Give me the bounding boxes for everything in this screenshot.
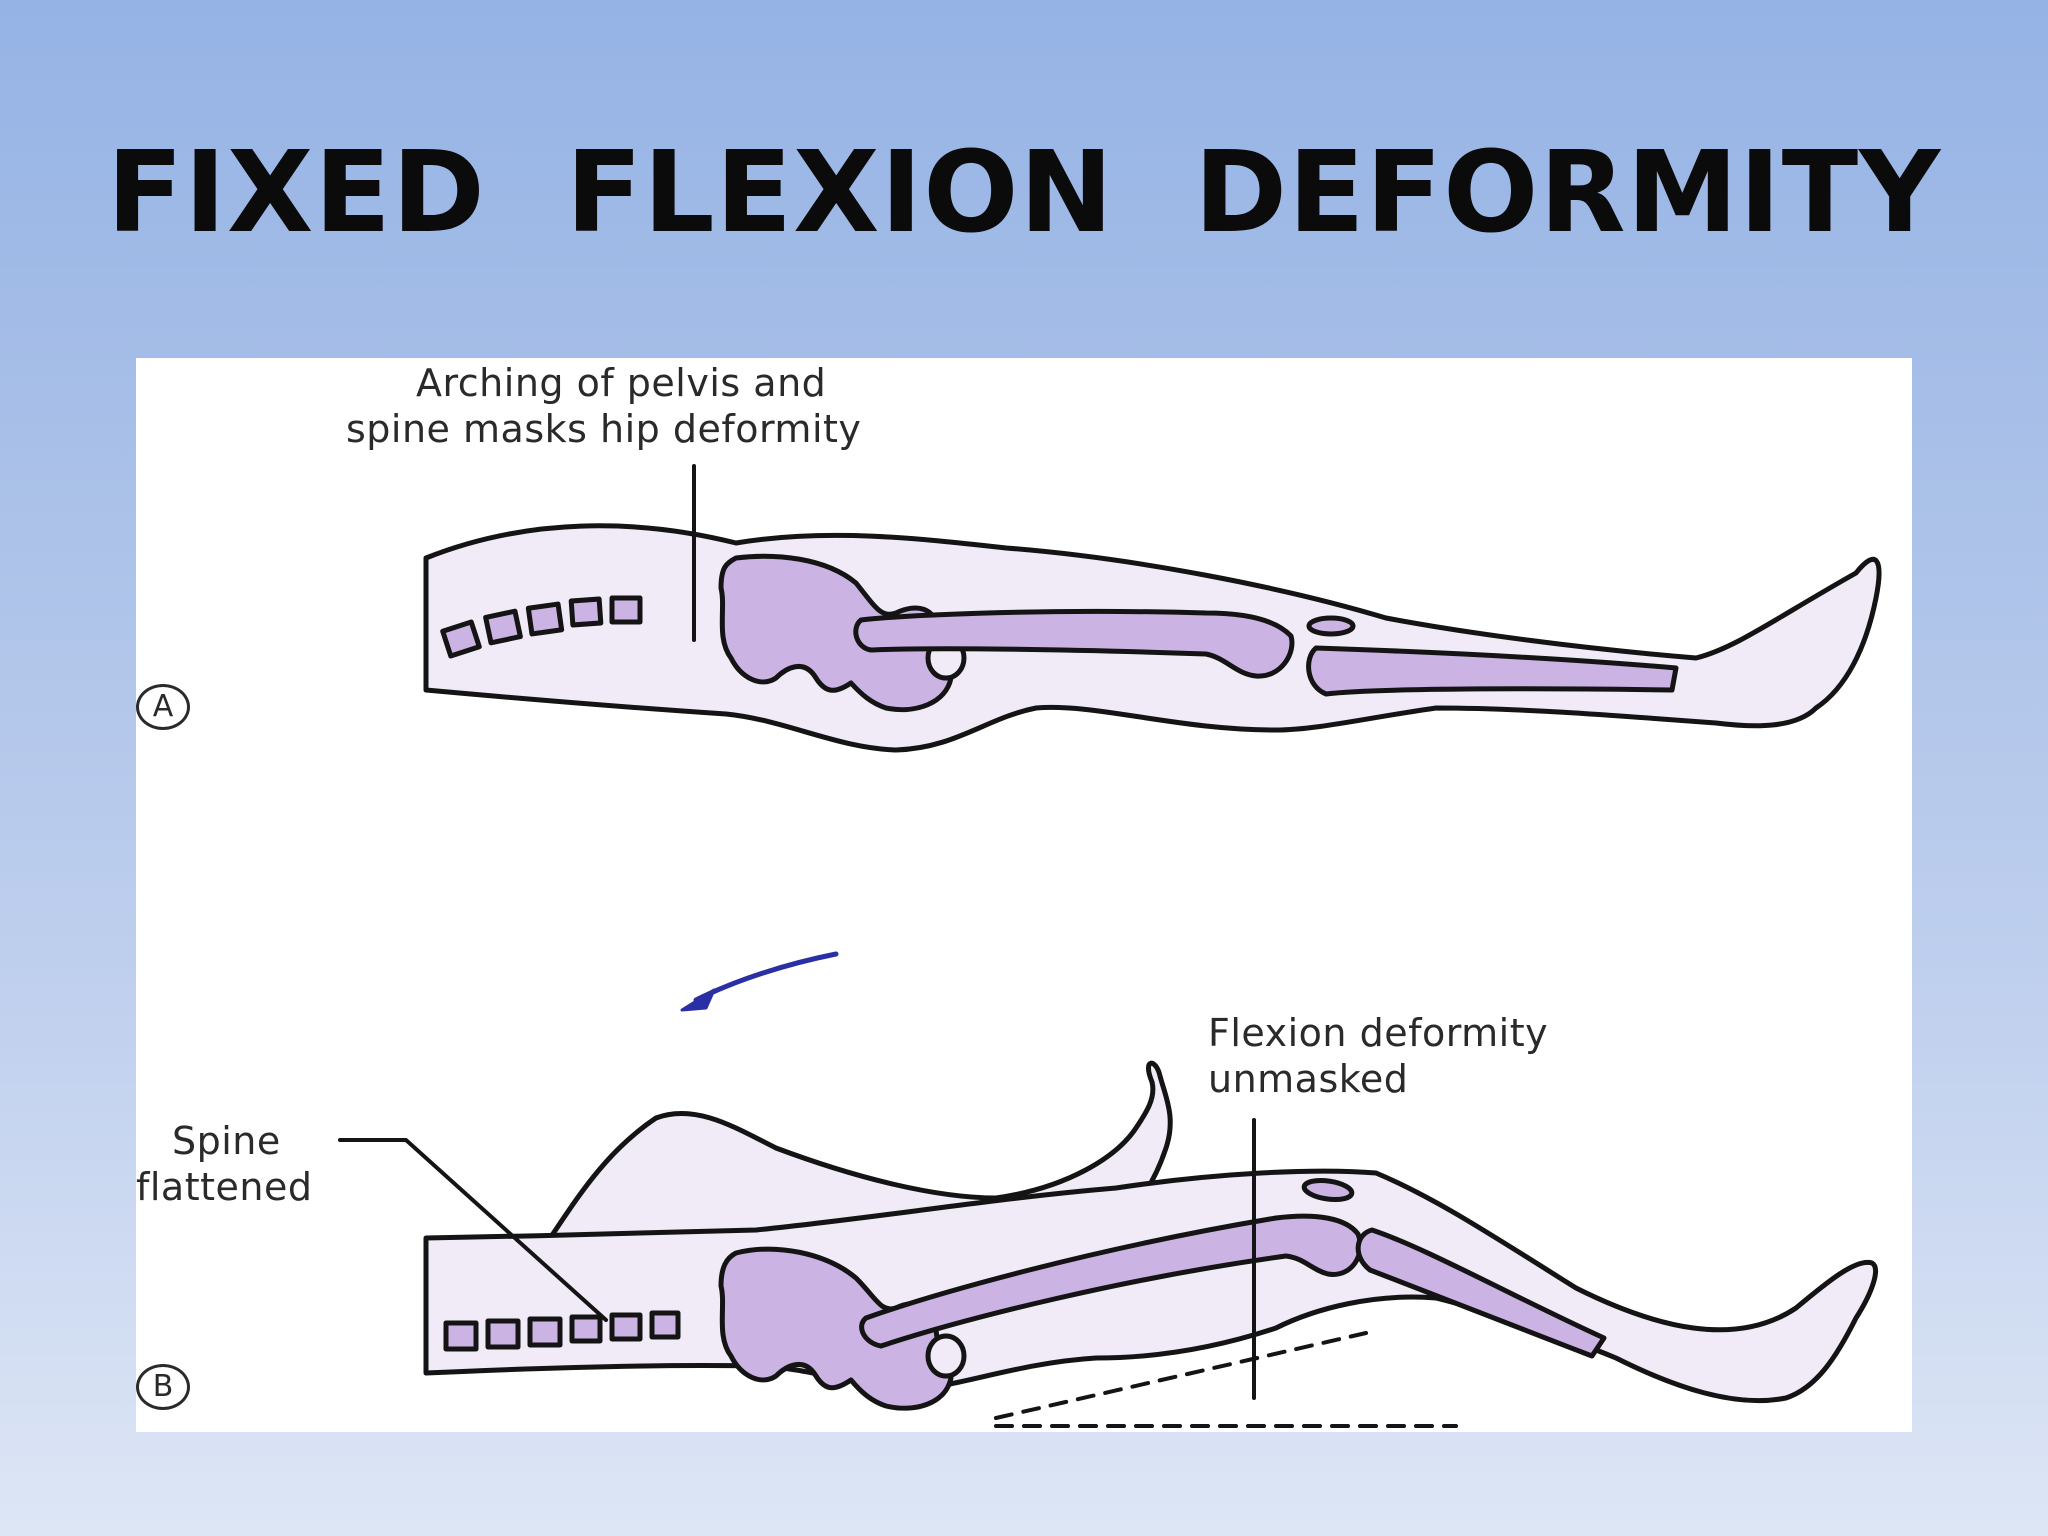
hip-flexion-diagram [338,464,1882,1428]
vertebra-b-3 [527,1316,563,1348]
vertebra-b-2 [485,1318,521,1350]
figure-a-body [423,464,1882,753]
vertebra-a-5 [609,595,643,625]
label-b-line2: unmasked [1208,1057,1409,1101]
panel-marker-a: A [136,684,190,730]
vertebra-b-1 [443,1320,479,1352]
vertebra-a-3 [525,601,565,637]
vertebra-b-6 [649,1310,681,1340]
femur-b [859,1213,1363,1349]
vertebra-b-4 [569,1314,603,1344]
figure-panel: Arching of pelvis and spine masks hip de… [136,358,1912,1432]
pelvis-b [718,1246,954,1411]
femur-a [853,608,1295,679]
spine-label-line2: flattened [136,1165,313,1209]
vertebra-a-1 [440,619,482,659]
spine-label-line1: Spine [172,1119,281,1163]
slide-title: FIXED FLEXION DEFORMITY [106,128,1942,258]
label-a-line1: Arching of pelvis and [416,361,827,405]
label-a-line2: spine masks hip deformity [346,407,862,451]
panel-marker-b: B [136,1364,190,1410]
dashed-angle-line [994,1331,1368,1420]
vertebra-a-4 [568,596,604,628]
patella-a [1306,615,1356,637]
obturator-b [925,1333,967,1379]
vertebra-a-2 [483,608,523,646]
label-b-line1: Flexion deformity [1208,1011,1549,1055]
tibia-b [1355,1227,1607,1359]
patella-b [1301,1177,1355,1203]
pelvis-a [718,553,954,713]
tibia-a [1306,645,1679,697]
flexion-arrow [693,951,839,1003]
flexion-arrow-head [680,988,716,1012]
leader-line-spine [338,1138,608,1322]
figure-b-body [338,1060,1878,1428]
vertebra-b-5 [609,1312,643,1342]
